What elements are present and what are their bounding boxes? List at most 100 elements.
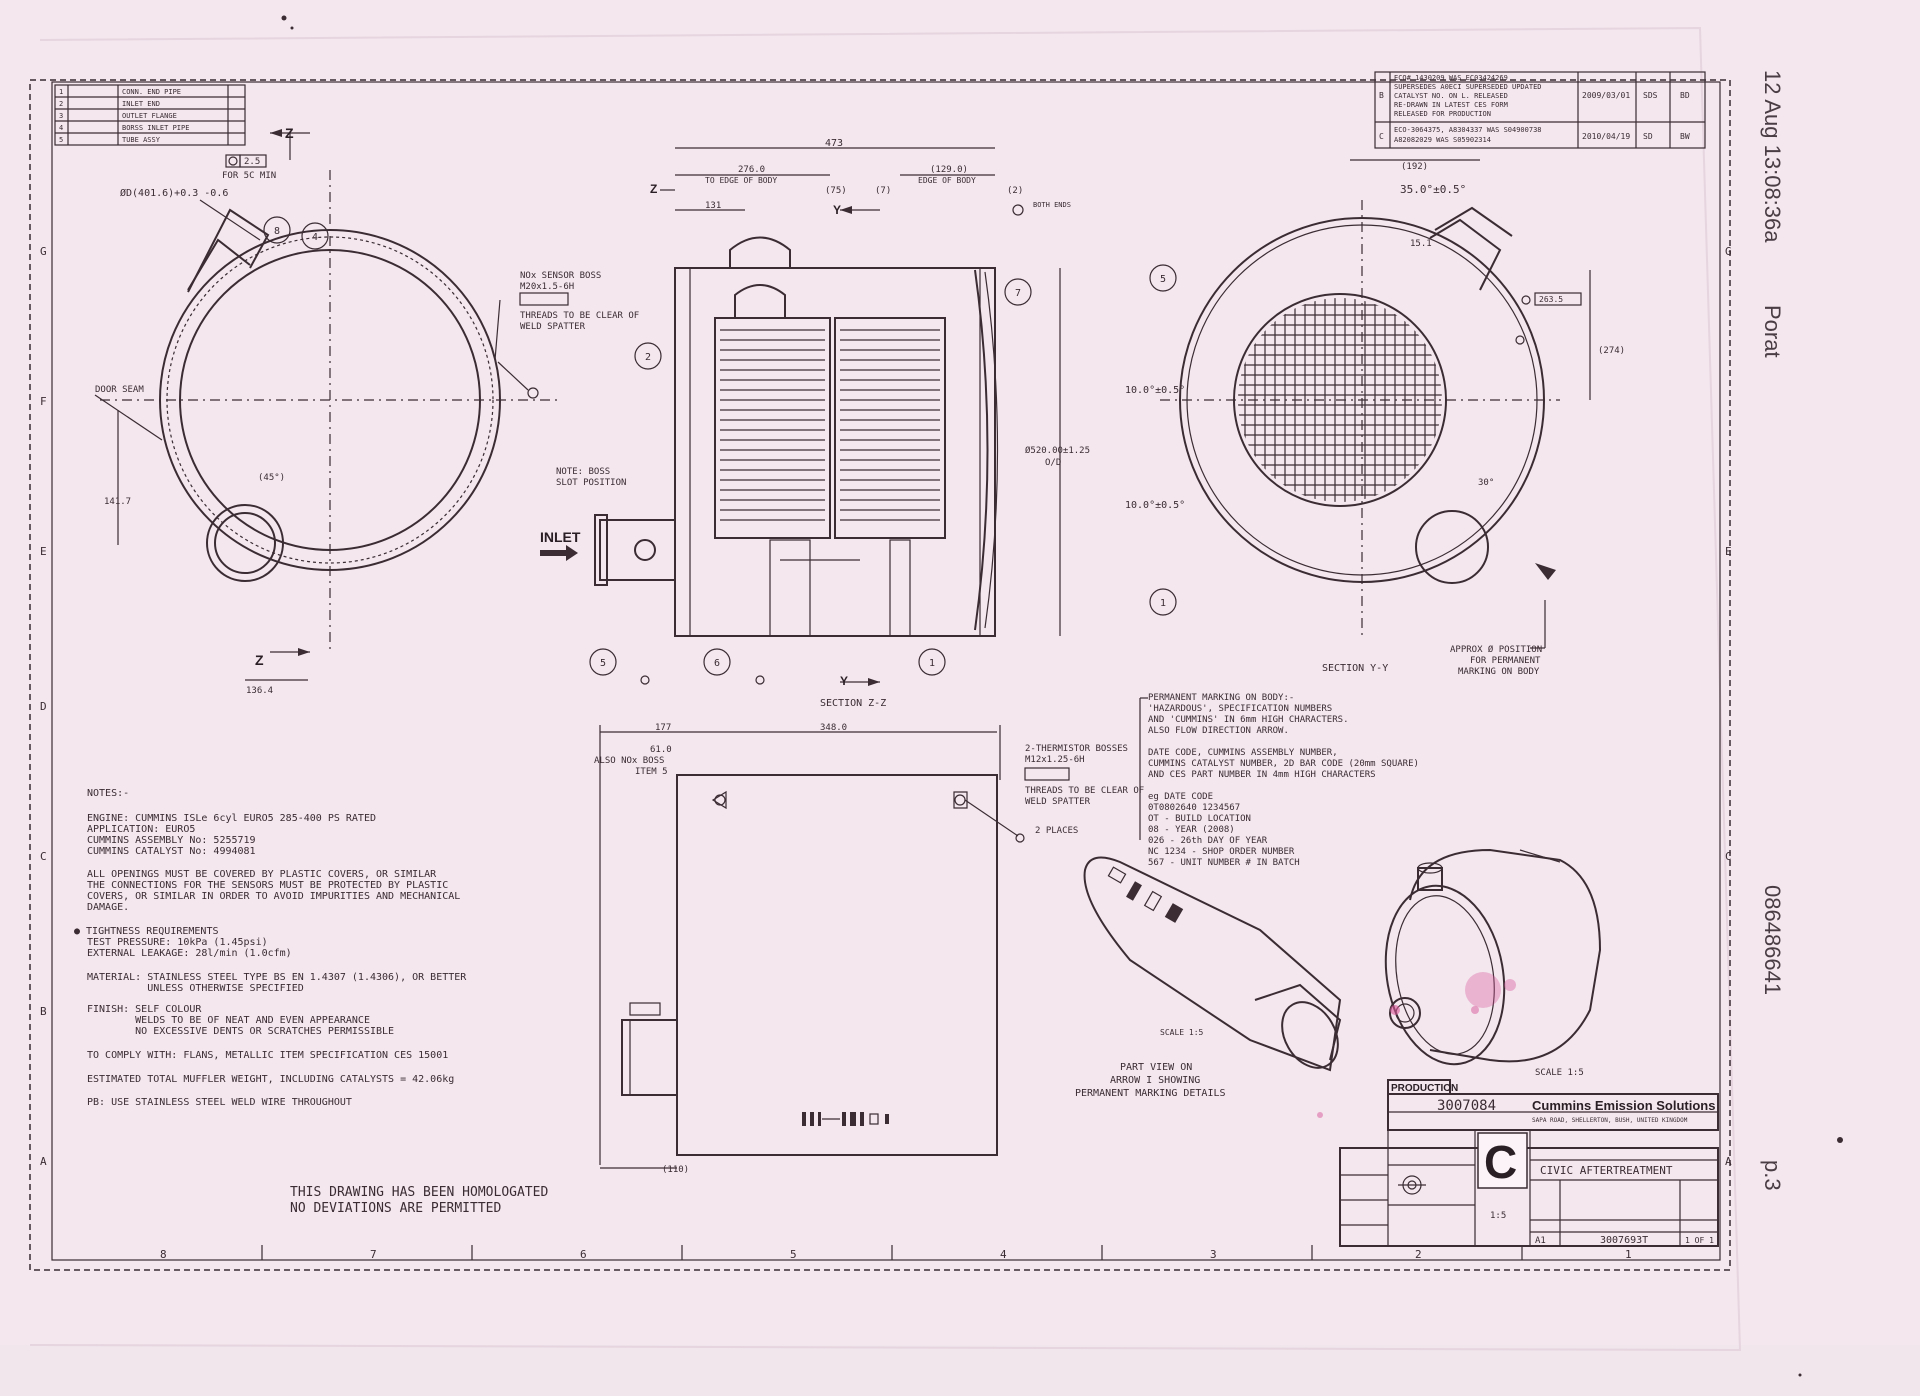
balloon: 4 <box>312 232 318 243</box>
title-block: PRODUCTION 3007084 Cummins Emission Solu… <box>1339 1079 1719 1247</box>
dim-75: (75) <box>825 186 847 196</box>
svg-text:ESTIMATED TOTAL MUFFLER WEIGHT: ESTIMATED TOTAL MUFFLER WEIGHT, INCLUDIN… <box>87 1074 454 1085</box>
dim-7: (7) <box>875 186 891 196</box>
weld-spatter: WELD SPATTER <box>1025 797 1091 807</box>
dim-129: (129.0) <box>930 165 968 175</box>
thermistor-thread: M12x1.25-6H <box>1025 755 1085 765</box>
rev-desc: ECO-3064375, A8304337 WAS S04900738 <box>1394 126 1542 134</box>
speck <box>1317 1112 1323 1118</box>
runout-value: 2.5 <box>244 157 260 167</box>
col-label: 6 <box>580 1248 587 1261</box>
item-note: ITEM 5 <box>635 767 668 777</box>
dim-angle-10a: 10.0°±0.5° <box>1125 385 1185 396</box>
row-label: G <box>40 245 47 258</box>
runout-note: FOR 5C MIN <box>222 171 276 181</box>
row-label: E <box>1725 545 1732 558</box>
cummins-logo <box>1477 1132 1528 1189</box>
svg-text:WELDS TO BE OF NEAT AND EVEN A: WELDS TO BE OF NEAT AND EVEN APPEARANCE <box>87 1015 370 1026</box>
svg-text:CUMMINS CATALYST NUMBER, 2D BA: CUMMINS CATALYST NUMBER, 2D BAR CODE (20… <box>1148 759 1419 769</box>
sheet-count: 1 OF 1 <box>1685 1236 1714 1245</box>
balloon: 5 <box>600 658 606 669</box>
rev-desc: A82082029 WAS S05902314 <box>1394 136 1491 144</box>
section-mark-y: Y <box>840 674 848 688</box>
svg-text:PB: USE STAINLESS STEEL WELD W: PB: USE STAINLESS STEEL WELD WIRE THROUG… <box>87 1097 352 1108</box>
col-label: 1 <box>1625 1248 1632 1261</box>
svg-text:567 - UNIT NUMBER # IN BATCH: 567 - UNIT NUMBER # IN BATCH <box>1148 858 1300 868</box>
rev-date: 2009/03/01 <box>1582 91 1630 100</box>
svg-text:DAMAGE.: DAMAGE. <box>87 902 129 913</box>
dim-angle-30: 30° <box>1478 478 1494 488</box>
edge-body-label: EDGE OF BODY <box>918 176 976 185</box>
dim-angle: (45°) <box>258 473 285 483</box>
approx-position-note: MARKING ON BODY <box>1458 667 1540 677</box>
rev-by: BW <box>1680 132 1690 141</box>
svg-text:ALSO FLOW DIRECTION ARROW.: ALSO FLOW DIRECTION ARROW. <box>1148 726 1289 736</box>
svg-text:08 - YEAR (2008): 08 - YEAR (2008) <box>1148 825 1235 835</box>
marking-notes: PERMANENT MARKING ON BODY:- 'HAZARDOUS',… <box>1139 693 1419 868</box>
dim-274: (274) <box>1598 346 1625 356</box>
status-label: PRODUCTION <box>1391 1083 1458 1094</box>
svg-text:CONN. END PIPE: CONN. END PIPE <box>122 88 181 96</box>
border: 8 7 6 5 4 3 2 1 G F E D C B A G E C A <box>29 79 1732 1271</box>
catalyst-hatching <box>720 329 940 521</box>
border-col-marks <box>261 1245 1523 1260</box>
svg-text:INLET END: INLET END <box>122 100 160 108</box>
both-ends-label: BOTH ENDS <box>1033 201 1071 209</box>
svg-text:ENGINE: CUMMINS ISLe 6cyl EURO: ENGINE: CUMMINS ISLe 6cyl EURO5 285-400 … <box>87 813 376 824</box>
speck <box>1837 1137 1843 1143</box>
col-label: 3 <box>1210 1248 1217 1261</box>
door-seam-label: DOOR SEAM <box>95 385 144 395</box>
threads-clear: THREADS TO BE CLEAR OF <box>1025 786 1144 796</box>
svg-text:0T0802640 1234567: 0T0802640 1234567 <box>1148 803 1240 813</box>
svg-text:DATE CODE, CUMMINS ASSEMBLY NU: DATE CODE, CUMMINS ASSEMBLY NUMBER, <box>1148 748 1338 758</box>
svg-text:AND 'CUMMINS' IN 6mm HIGH CHAR: AND 'CUMMINS' IN 6mm HIGH CHARACTERS. <box>1148 715 1348 725</box>
svg-text:OUTLET FLANGE: OUTLET FLANGE <box>122 112 177 120</box>
two-places: 2 PLACES <box>1035 826 1078 836</box>
svg-text:BORSS INLET PIPE: BORSS INLET PIPE <box>122 124 189 132</box>
col-label: 5 <box>790 1248 797 1261</box>
speck <box>1798 1373 1802 1377</box>
dim-2: (2) <box>1007 186 1023 196</box>
parts-row: 4 BORSS INLET PIPE <box>59 124 189 132</box>
fax-sender: Porat <box>1760 305 1785 358</box>
rev-letter: C <box>1379 132 1384 141</box>
dim-263: 263.5 <box>1539 295 1563 304</box>
svg-text:OT - BUILD LOCATION: OT - BUILD LOCATION <box>1148 814 1251 824</box>
company-name: Cummins Emission Solutions <box>1532 1098 1715 1113</box>
dim-61: 61.0 <box>650 745 672 755</box>
part-number: 3007084 <box>1437 1098 1496 1114</box>
row-label: A <box>1725 1155 1732 1168</box>
rev-desc: SUPERSEDES A0ECI SUPERSEDED UPDATED <box>1394 83 1542 91</box>
dim-131: 131 <box>705 201 721 211</box>
col-label: 2 <box>1415 1248 1422 1261</box>
section-y-view: (192) 35.0°±0.5° 15.1 263.5 (274) 10.0°±… <box>1125 159 1625 677</box>
section-mark-y: Y <box>833 203 841 217</box>
dim-473: 473 <box>825 138 843 149</box>
row-label: A <box>40 1155 47 1168</box>
scale-note: SCALE 1:5 <box>1535 1068 1584 1078</box>
sheet-size: A1 <box>1535 1236 1546 1246</box>
svg-text:UNLESS OTHERWISE SPECIFIED: UNLESS OTHERWISE SPECIFIED <box>87 983 304 994</box>
general-notes: NOTES:- ENGINE: CUMMINS ISLe 6cyl EURO5 … <box>74 788 467 1108</box>
parts-row: 3 OUTLET FLANGE <box>59 112 177 120</box>
svg-text:NOTES:-: NOTES:- <box>87 788 129 799</box>
section-mark-z: Z <box>650 182 657 196</box>
inlet-label: INLET <box>540 529 581 545</box>
svg-text:5: 5 <box>59 136 63 144</box>
svg-text:FINISH: SELF COLOUR: FINISH: SELF COLOUR <box>87 1004 202 1015</box>
dim-110: (110) <box>662 1165 689 1175</box>
rev-chk: SDS <box>1643 91 1658 100</box>
svg-text:PERMANENT MARKING ON BODY:-: PERMANENT MARKING ON BODY:- <box>1148 693 1294 703</box>
svg-text:MATERIAL: STAINLESS STEEL TYPE: MATERIAL: STAINLESS STEEL TYPE BS EN 1.4… <box>87 972 467 983</box>
rev-desc: RE-DRAWN IN LATEST CES FORM <box>1394 101 1508 109</box>
approx-position-note: APPROX Ø POSITION <box>1450 644 1542 655</box>
svg-text:'HAZARDOUS', SPECIFICATION NUM: 'HAZARDOUS', SPECIFICATION NUMBERS <box>1148 704 1332 714</box>
dim-od: O/D <box>1045 458 1061 468</box>
part-view-label: PERMANENT MARKING DETAILS <box>1075 1088 1226 1099</box>
balloon: 2 <box>645 352 651 363</box>
revision-table: B ECO# 1430209 WAS EC03424269 SUPERSEDES… <box>1374 71 1706 149</box>
svg-text:1: 1 <box>59 88 63 96</box>
drawing-number: 3007693T <box>1600 1235 1648 1246</box>
approx-position-note: FOR PERMANENT <box>1470 656 1541 666</box>
balloon: 6 <box>714 658 720 669</box>
